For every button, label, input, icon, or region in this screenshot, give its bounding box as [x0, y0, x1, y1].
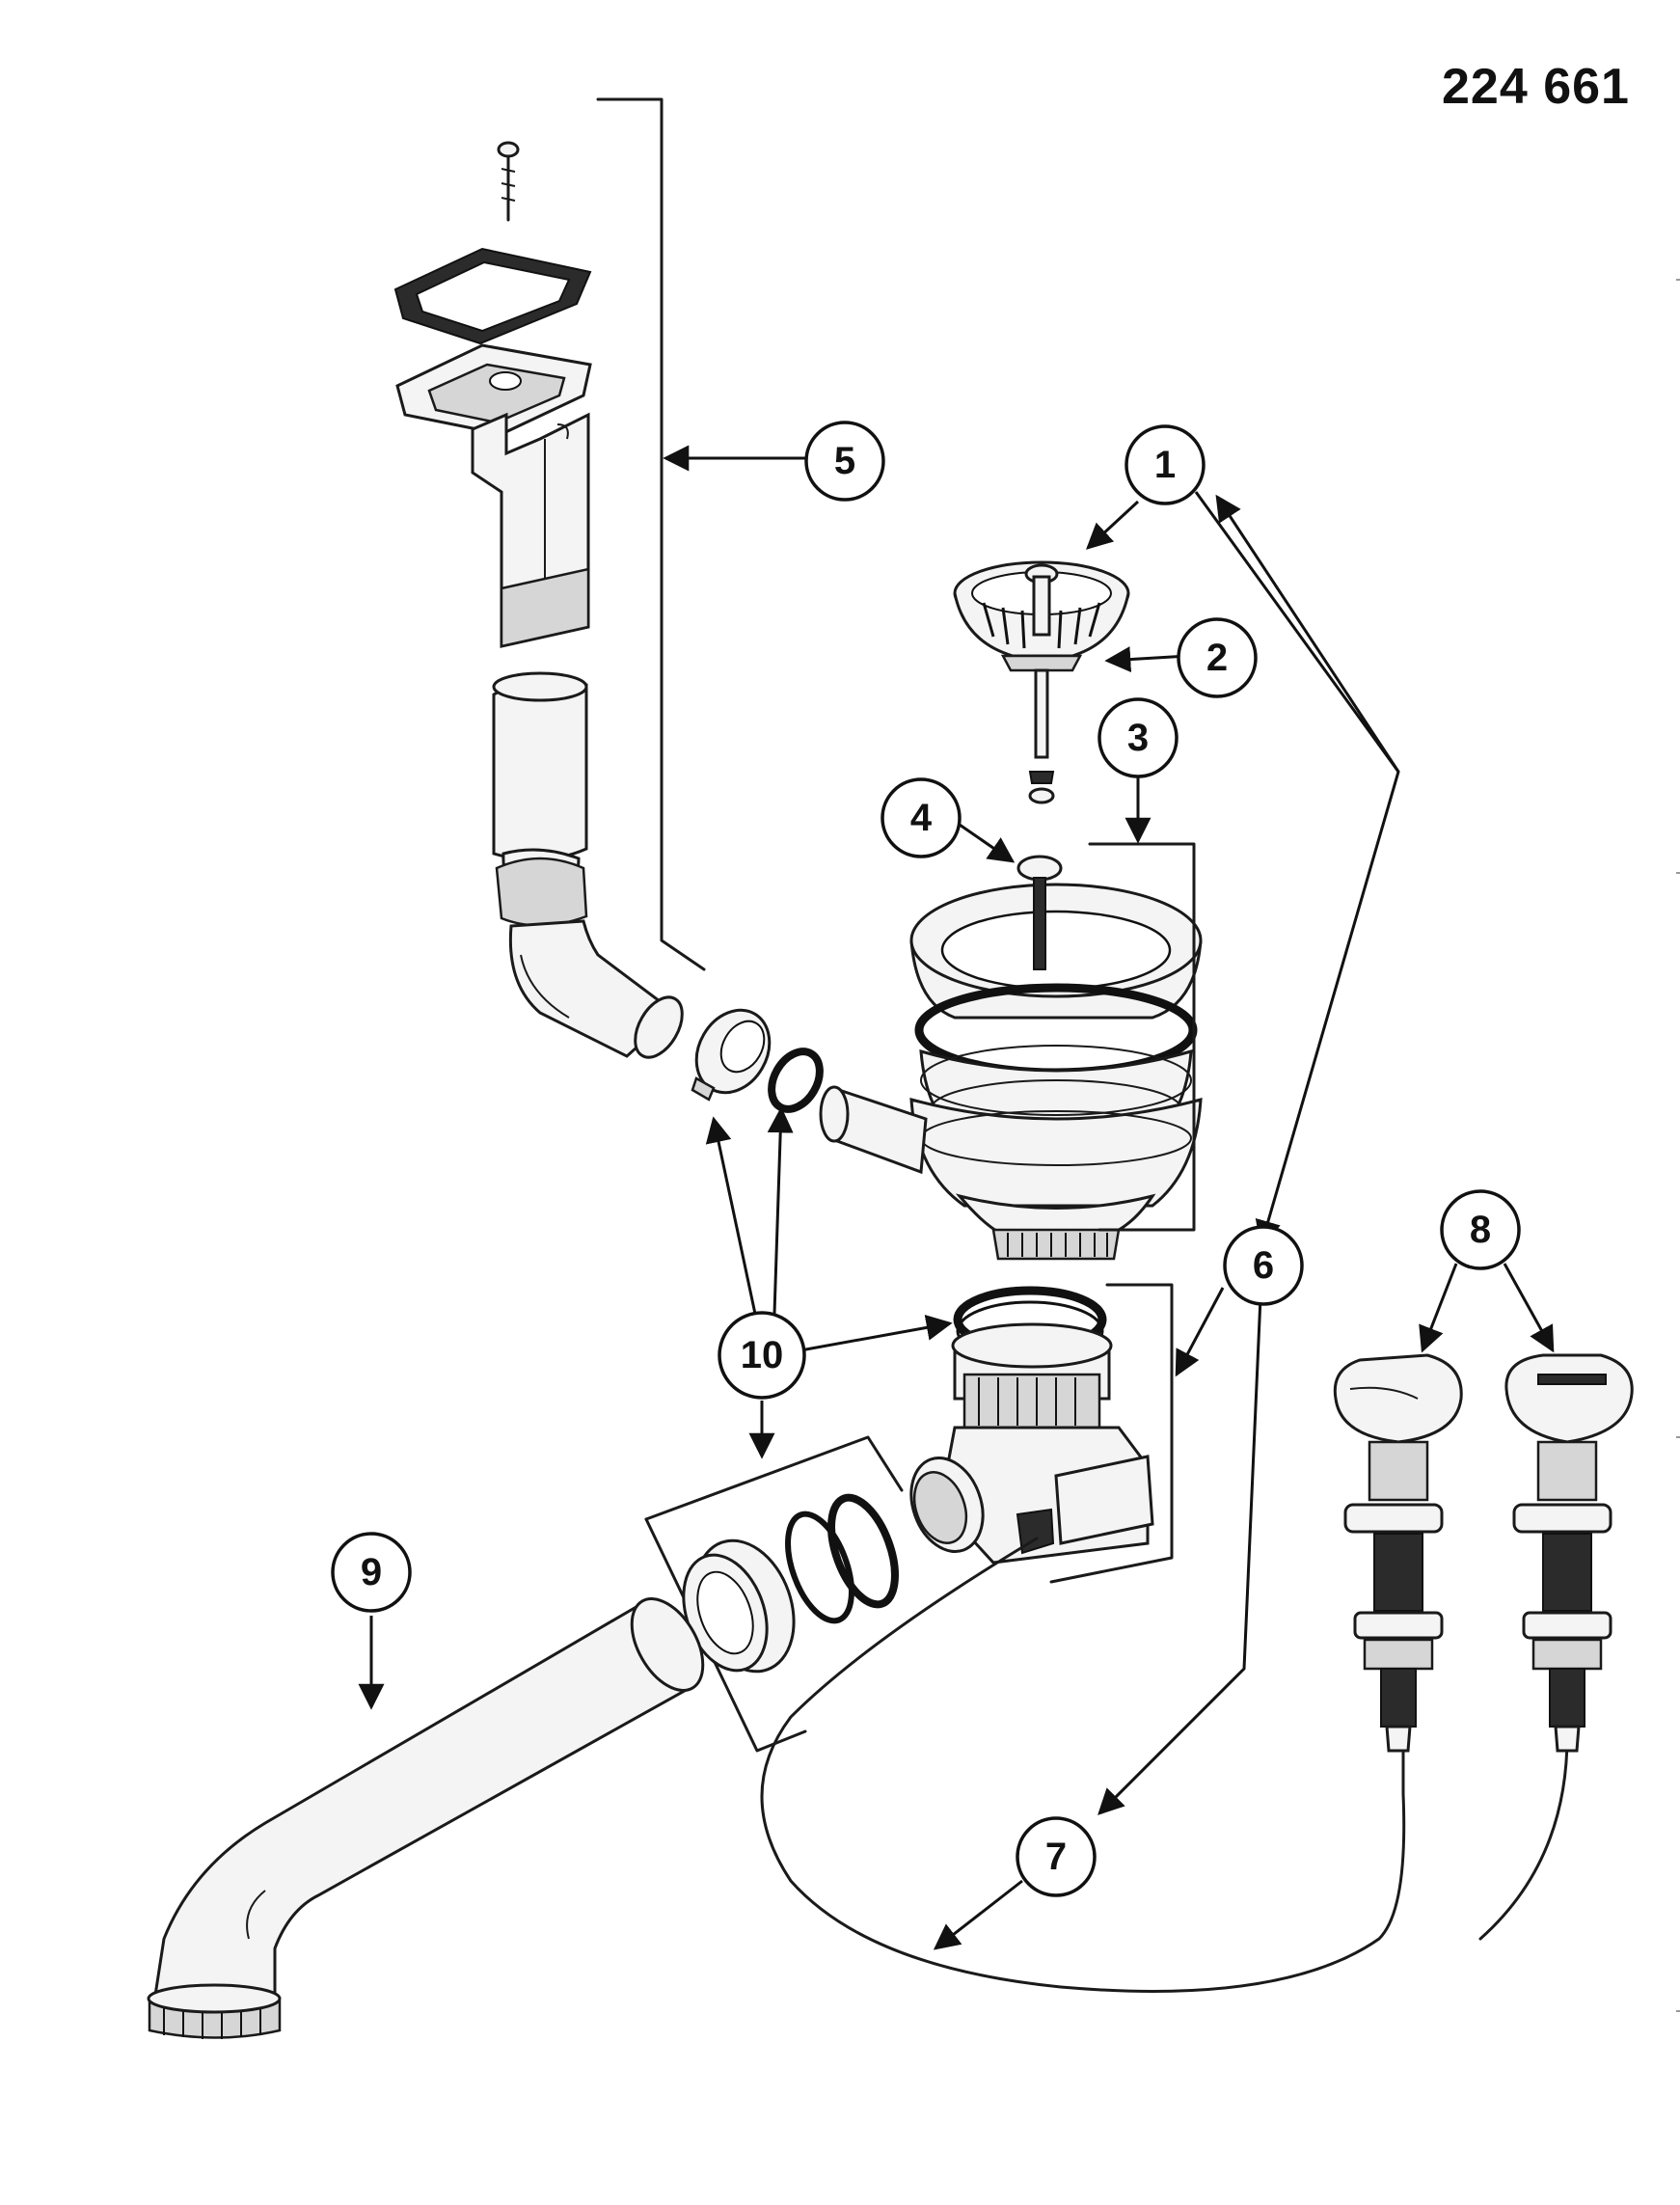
callout-8-label: 8 [1470, 1209, 1491, 1251]
outlet-union-nut [682, 1538, 796, 1674]
callout-8: 8 [1440, 1189, 1521, 1270]
outlet-parts-group [644, 1435, 904, 1753]
overflow-channel [471, 412, 590, 648]
overflow-hose [492, 671, 588, 927]
callout-2-label: 2 [1206, 637, 1228, 679]
strainer-basket [953, 560, 1130, 672]
overflow-cover [395, 343, 592, 436]
drain-pipe [147, 1597, 705, 2039]
callout-3-label: 3 [1127, 717, 1149, 759]
remote-knob-left [1333, 1353, 1463, 1753]
outlet-rings [785, 1493, 899, 1624]
bracket-5 [596, 97, 706, 971]
leader-lines [358, 445, 1555, 1950]
callout-4: 4 [881, 777, 962, 858]
callout-10: 10 [718, 1311, 806, 1400]
waste-body [819, 842, 1203, 1261]
callout-1-label: 1 [1154, 444, 1176, 486]
overflow-assembly [393, 97, 706, 1059]
callout-9: 9 [331, 1532, 412, 1613]
callout-7-label: 7 [1045, 1836, 1067, 1878]
callout-7: 7 [1016, 1816, 1097, 1897]
remote-knob-right [1504, 1353, 1634, 1753]
part-number: 224 661 [1442, 59, 1630, 115]
bracket-3 [1088, 842, 1196, 1232]
overflow-gasket [393, 247, 592, 345]
trap-body [909, 1283, 1174, 1584]
callout-10-label: 10 [741, 1334, 784, 1376]
seal-ring-small [768, 1048, 824, 1113]
callout-6: 6 [1223, 1225, 1304, 1306]
overflow-elbow [508, 919, 684, 1059]
bowden-cable [760, 1537, 1406, 1993]
callout-2: 2 [1177, 617, 1258, 698]
edge-marks [1676, 279, 1680, 2012]
callout-5-label: 5 [834, 440, 855, 482]
callout-1: 1 [1125, 424, 1206, 505]
strainer-stem [1028, 668, 1055, 804]
union-nut-small [691, 1008, 772, 1102]
callout-5: 5 [804, 421, 885, 502]
callout-6-label: 6 [1253, 1244, 1274, 1287]
callout-3: 3 [1097, 697, 1179, 778]
bowden-cable-2 [1478, 1734, 1569, 1941]
callout-4-label: 4 [910, 797, 933, 839]
overflow-screw [497, 141, 520, 222]
callout-9-label: 9 [361, 1551, 382, 1593]
bracket-6 [1049, 1283, 1174, 1584]
